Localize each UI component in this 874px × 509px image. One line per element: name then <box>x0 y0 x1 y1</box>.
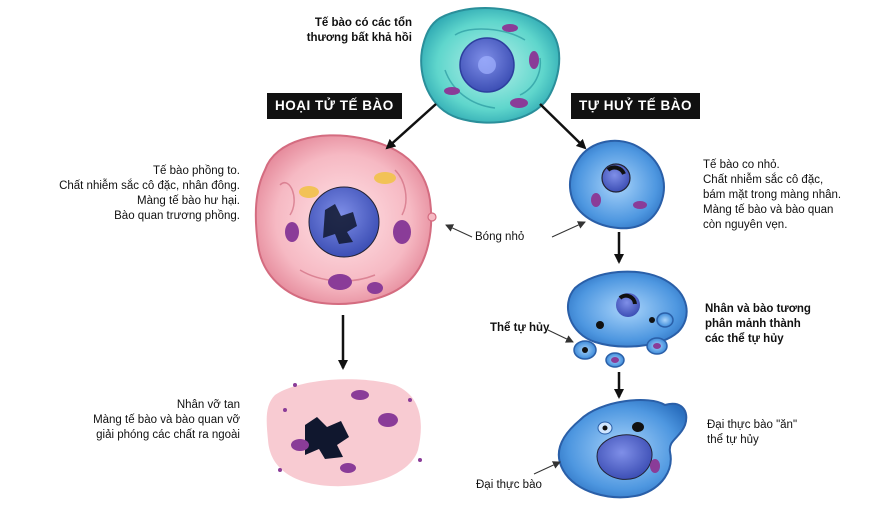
apoptotic-fragmenting-cell <box>566 270 688 368</box>
necrotic-ruptured-cell <box>266 379 422 487</box>
text-line: Tế bào co nhỏ. <box>703 159 780 171</box>
text-line: Màng tế bào hư hại. <box>137 195 240 207</box>
caption-line: Tế bào có các tổn <box>314 17 412 29</box>
text-line: phân mảnh thành <box>705 318 801 330</box>
apoptosis-shrink-text: Tế bào co nhỏ. Chất nhiễm sắc cô đặc, bá… <box>703 158 841 233</box>
bleb-pointer-right <box>551 221 586 238</box>
caption-line: thương bất khả hồi <box>306 32 412 44</box>
apoptotic-body-label: Thể tự hủy <box>490 322 550 334</box>
macrophage-pointer <box>533 461 561 475</box>
apoptosis-phago-text: Đại thực bào "ăn" thể tự hủy <box>707 418 797 448</box>
apoptotic-body-pointer <box>547 329 574 343</box>
text-line: Nhân vỡ tan <box>176 399 240 411</box>
text-line: Đại thực bào "ăn" <box>707 419 798 431</box>
healthy-cell <box>420 7 561 124</box>
bleb-pointer-left <box>445 224 473 238</box>
text-line: giải phóng các chất ra ngoài <box>96 429 240 441</box>
apoptotic-shrunken-cell <box>569 139 665 230</box>
macrophage-label: Đại thực bào <box>476 479 542 491</box>
necrotic-swollen-cell <box>254 134 437 305</box>
arrow-to-necrosis <box>385 103 437 150</box>
text-line: bám mặt trong màng nhân. <box>703 189 842 201</box>
text-line: Bào quan trương phồng. <box>114 210 240 222</box>
necrosis-title: HOẠI TỬ TẾ BÀO <box>267 93 402 119</box>
arrow-to-apoptosis <box>539 103 587 150</box>
apoptosis-fragment-text: Nhân và bào tương phân mảnh thành các th… <box>705 302 811 347</box>
necrosis-rupture-text: Nhân vỡ tan Màng tế bào và bào quan vỡ g… <box>50 398 240 443</box>
text-line: Màng tế bào và bào quan vỡ <box>93 414 240 426</box>
text-line: thể tự hủy <box>707 434 759 446</box>
bleb-label: Bóng nhỏ <box>475 231 525 243</box>
apoptosis-title: TỰ HUỶ TẾ BÀO <box>571 93 700 119</box>
text-line: Tế bào phồng to. <box>153 165 240 177</box>
text-line: Chất nhiễm sắc cô đặc, <box>703 174 824 186</box>
text-line: còn nguyên vẹn. <box>703 219 788 231</box>
text-line: Chất nhiễm sắc cô đặc, nhân đông. <box>59 180 240 192</box>
text-line: Nhân và bào tương <box>705 303 811 315</box>
macrophage-cell <box>557 399 688 499</box>
necrosis-swelling-text: Tế bào phồng to. Chất nhiễm sắc cô đặc, … <box>50 164 240 224</box>
text-line: Màng tế bào và bào quan <box>703 204 834 216</box>
text-line: các thể tự hủy <box>705 333 784 345</box>
healthy-cell-caption: Tế bào có các tổn thương bất khả hồi <box>262 16 412 46</box>
